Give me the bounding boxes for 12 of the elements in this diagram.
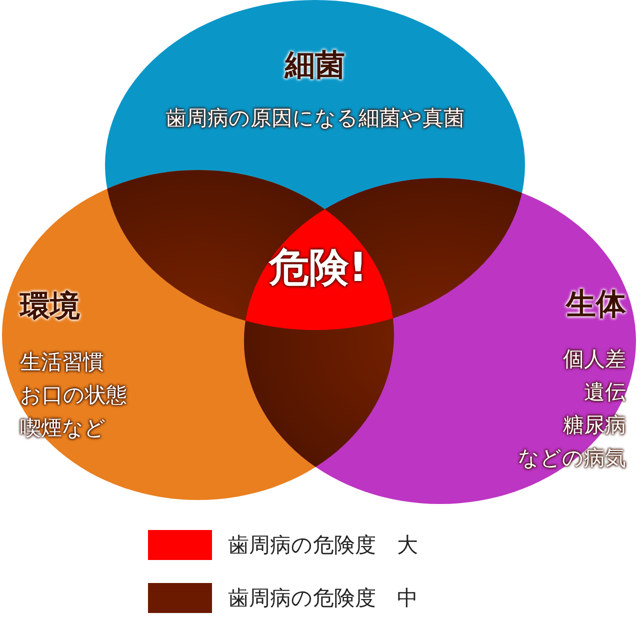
circle-text: 生活習慣 (20, 349, 104, 376)
circle-text: 糖尿病 (563, 412, 626, 439)
legend-text: 歯周病の危険度 大 (228, 532, 418, 559)
circle-text: 個人差 (563, 346, 626, 373)
circle-text: お口の状態 (20, 382, 127, 409)
circle-text: 歯周病の原因になる細菌や真菌 (164, 105, 466, 132)
circle-text: 遺伝 (584, 379, 626, 406)
circle-heading: 細菌 (283, 47, 346, 85)
danger-label: 危険! (268, 244, 368, 293)
circle-heading: 生体 (566, 286, 626, 324)
circle-heading: 環境 (20, 288, 80, 326)
legend-text: 歯周病の危険度 中 (228, 585, 418, 612)
